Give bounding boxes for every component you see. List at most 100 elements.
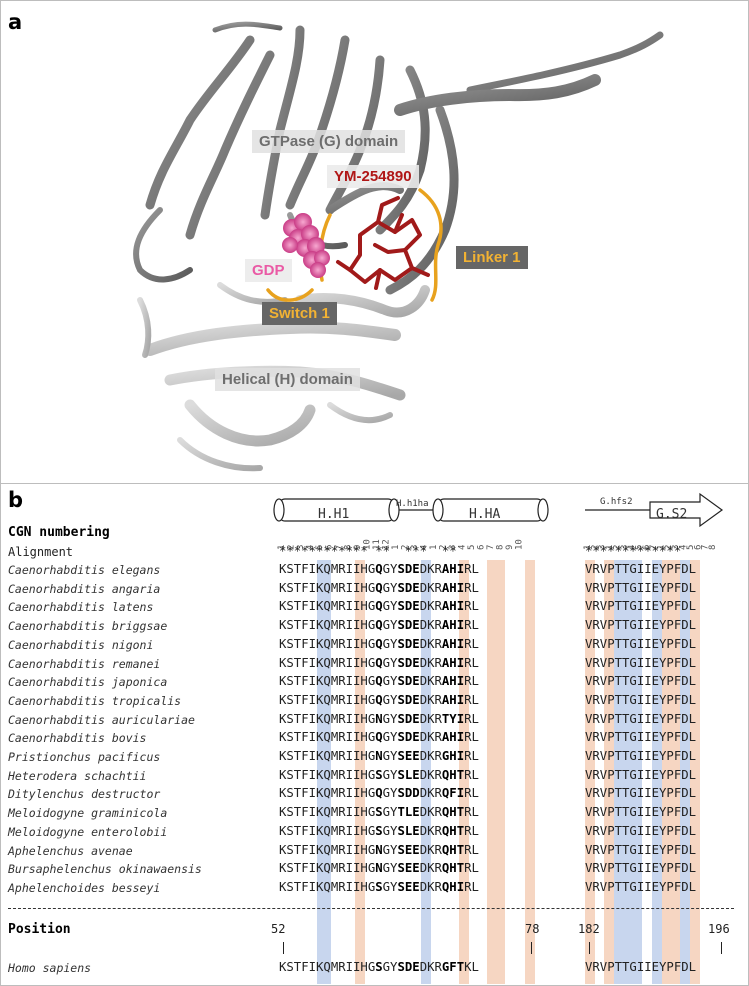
sequence-left: KSTFIKQMRIIHGQGYSDEDKRAHIRL [279,599,479,613]
cgn-number: 7 [701,545,711,550]
highlight-column [421,560,431,984]
element-h-ha: H.HA [469,507,501,522]
cgn-number: 6 [693,545,703,550]
label-ym-254890: YM-254890 [327,165,419,188]
sequence-left: KSTFIKQMRIIHGQGYSDEDKRAHIRL [279,674,479,688]
sequence-right: VRVPTTGIIEYPFDL [585,749,697,763]
sequence-right: VRVPTTGIIEYPFDL [585,880,697,894]
label-helical-domain: Helical (H) domain [215,368,360,391]
position-tick [531,942,532,954]
cgn-number: 3 [620,545,630,550]
cgn-number: 3 [448,545,458,550]
sequence-left: KSTFIKQMRIIHGQGYSDEDKRAHIRL [279,581,479,595]
alignment-label: Alignment [8,545,74,559]
cgn-number: 11 [372,539,382,550]
sequence-left: KSTFIKQMRIIHGNGYSDEDKRTYIRL [279,712,479,726]
h-domain-ribbons [137,282,430,472]
cgn-number: 3 [296,545,306,550]
cgn-number: 4 [458,545,468,550]
panel-divider [0,483,749,484]
secondary-structure-cartoon [273,492,724,528]
species-label: Caenorhabditis angaria [8,582,161,596]
cgn-number: 3 [410,545,420,550]
sequence-left: KSTFIKQMRIIHGQGYSDEDKRAHIRL [279,637,479,651]
label-gtpase-domain: GTPase (G) domain [252,130,406,153]
species-label: Meloidogyne enterolobii [8,825,168,839]
human-sequence-left: KSTFIKQMRIIHGSGYSDEDKRGFTKL [279,960,479,974]
ym-254890-ligand [336,196,430,290]
cgn-number: 2 [287,545,297,550]
cgn-number: 8 [708,545,718,550]
sequence-right: VRVPTTGIIEYPFDL [585,618,697,632]
species-label: Caenorhabditis nigoni [8,638,154,652]
cgn-number: 2 [590,545,600,550]
species-label: Caenorhabditis briggsae [8,619,168,633]
cgn-number: 1 [657,545,667,550]
cgn-number: 2 [439,545,449,550]
highlight-column [662,560,680,984]
cgn-number: 4 [306,545,316,550]
highlight-column [652,560,662,984]
label-gdp: GDP [245,259,292,282]
sequence-left: KSTFIKQMRIIHGQGYSDEDKRAHIRL [279,730,479,744]
cgn-number: 6 [642,545,652,550]
highlight-column [317,560,331,984]
sequence-right: VRVPTTGIIEYPFDL [585,693,697,707]
cgn-number: 1 [429,545,439,550]
species-label: Caenorhabditis japonica [8,675,168,689]
highlight-column [525,560,535,984]
cgn-number: 2 [401,545,411,550]
cgn-number: 5 [467,545,477,550]
highlight-column [487,560,505,984]
position-tick [589,942,590,954]
cgn-number: 12 [382,539,392,550]
element-g-s2: G.S2 [656,507,688,522]
sequence-left: KSTFIKQMRIIHGQGYSDEDKRAHIRL [279,618,479,632]
highlight-column [355,560,365,984]
gdp-spheres [282,213,330,278]
species-label: Ditylenchus destructor [8,787,161,801]
cgn-number: 1 [583,545,593,550]
sequence-left: KSTFIKQMRIIHGSGYTLEDKRQHTRL [279,805,479,819]
cgn-number: 1 [277,545,287,550]
sequence-right: VRVPTTGIIEYPFDL [585,581,697,595]
species-label: Aphelenchoides besseyi [8,881,161,895]
sequence-left: KSTFIKQMRIIHGQGYSDDDKRQFIRL [279,786,479,800]
species-label: Caenorhabditis elegans [8,563,161,577]
highlight-column [680,560,690,984]
sequence-left: KSTFIKQMRIIHGQGYSDEDKRAHIRL [279,693,479,707]
cgn-number: 4 [627,545,637,550]
cgn-number: 2 [612,545,622,550]
cgn-number: 9 [353,545,363,550]
cgn-number: 1 [605,545,615,550]
highlight-column [614,560,642,984]
sequence-left: KSTFIKQMRIIHGSGYSLEDKRQHTRL [279,768,479,782]
highlight-column [585,560,595,984]
position-182: 182 [578,922,600,936]
element-h-h1ha: H.h1ha [396,499,429,509]
position-label: Position [8,922,71,937]
species-label: Bursaphelenchus okinawaensis [8,862,202,876]
cgn-number: 1 [391,545,401,550]
cgn-number: 8 [496,545,506,550]
sequence-right: VRVPTTGIIEYPFDL [585,824,697,838]
panel-b-letter: b [8,488,24,512]
sequence-left: KSTFIKQMRIIHGQGYSDEDKRAHIRL [279,656,479,670]
species-label: Pristionchus pacificus [8,750,161,764]
position-52: 52 [271,922,286,936]
sequence-left: KSTFIKQMRIIHGNGYSEEDKRQHTRL [279,843,479,857]
highlight-column [690,560,700,984]
cgn-numbering-title: CGN numbering [8,525,110,540]
sequence-right: VRVPTTGIIEYPFDL [585,786,697,800]
highlight-column [459,560,469,984]
species-label: Heterodera schachtii [8,769,147,783]
sequence-right: VRVPTTGIIEYPFDL [585,730,697,744]
label-linker-1: Linker 1 [456,246,528,269]
sequence-right: VRVPTTGIIEYPFDL [585,599,697,613]
position-tick [283,942,284,954]
sequence-left: KSTFIKQMRIIHGSGYSEEDKRQHIRL [279,880,479,894]
species-label: Caenorhabditis remanei [8,657,161,671]
panel-a-letter: a [8,10,23,34]
cgn-number: 6 [325,545,335,550]
